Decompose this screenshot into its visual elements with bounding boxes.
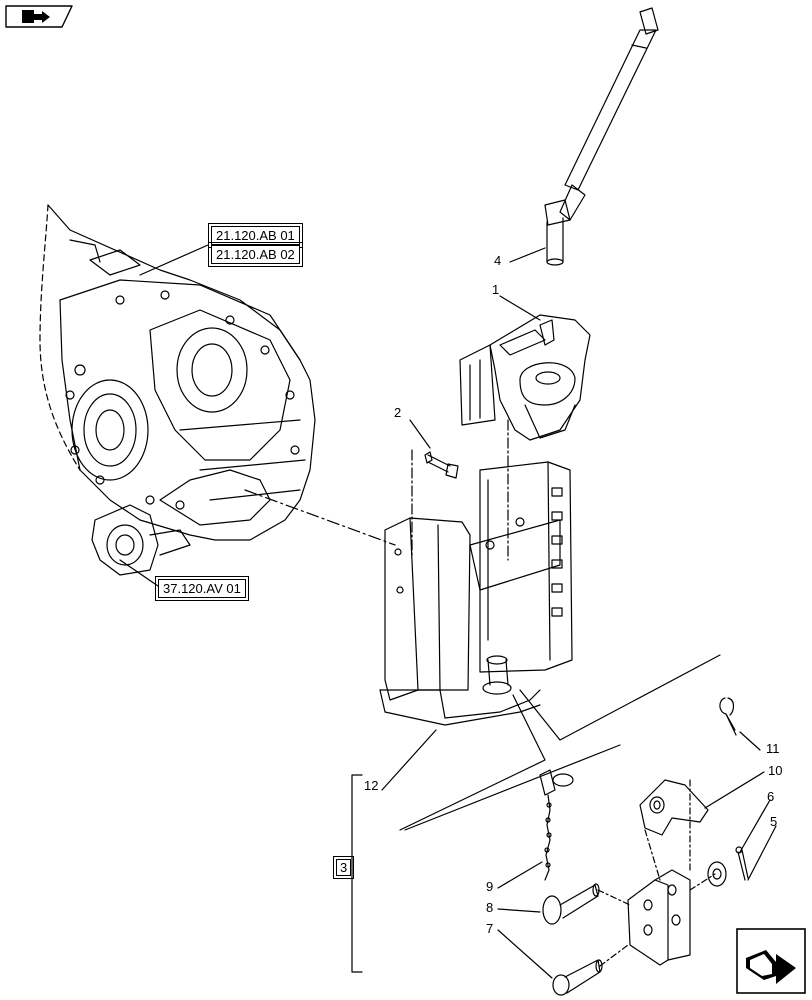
callout-7: 7 — [486, 921, 494, 936]
clevis-plates — [627, 869, 691, 966]
book-arrow-icon[interactable] — [5, 5, 73, 28]
latch-bracket — [639, 779, 709, 836]
hitch-frame — [379, 461, 573, 726]
callout-5: 5 — [770, 814, 778, 829]
callout-9: 9 — [486, 879, 494, 894]
callout-8: 8 — [486, 900, 494, 915]
callout-11: 11 — [766, 741, 780, 756]
reference-21-120-ab-01[interactable]: 21.120.AB 01 — [208, 223, 303, 248]
callout-6: 6 — [767, 789, 775, 804]
assembly-reference-3[interactable]: 3 — [332, 856, 355, 879]
callout-10: 10 — [768, 763, 783, 778]
chain-pin — [539, 769, 574, 881]
callout-4: 4 — [494, 253, 502, 268]
spring-clip — [719, 697, 737, 736]
split-pin — [735, 846, 749, 881]
bolt — [424, 451, 459, 479]
clevis-pin — [552, 959, 603, 996]
reference-37-120-av-01[interactable]: 37.120.AV 01 — [155, 576, 249, 601]
next-page-arrow-icon[interactable] — [736, 928, 806, 994]
callout-1: 1 — [492, 282, 500, 297]
reference-21-120-ab-02[interactable]: 21.120.AB 02 — [208, 242, 303, 267]
hitch-hook — [459, 314, 591, 441]
transmission-housing — [39, 204, 316, 576]
ring-pin — [542, 883, 600, 925]
callout-12: 12 — [364, 778, 379, 793]
lift-rod — [544, 7, 659, 266]
callout-2: 2 — [394, 405, 402, 420]
washer — [707, 861, 727, 887]
